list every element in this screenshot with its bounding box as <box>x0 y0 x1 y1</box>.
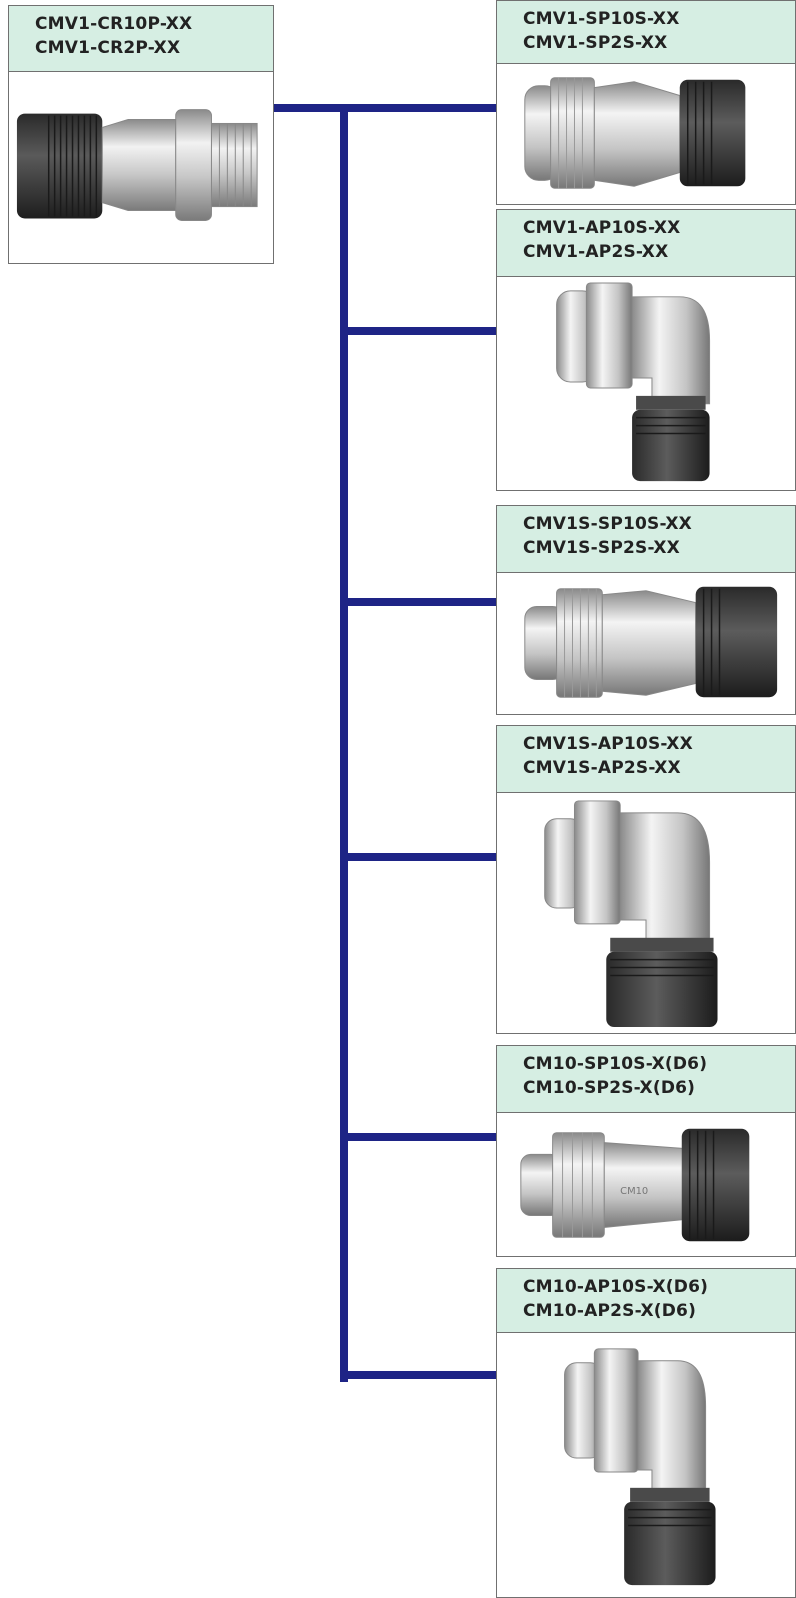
plug-card-3: CMV1S-SP10S-XX CMV1S-SP2S-XX <box>496 505 796 715</box>
part-number: CMV1S-AP10S-XX <box>523 734 693 754</box>
engraving-text: CM10 <box>620 1186 648 1197</box>
straight-plug-icon: CM10 <box>520 1128 750 1242</box>
straight-plug-image <box>497 64 795 204</box>
part-number: CMV1-CR2P-XX <box>35 38 181 58</box>
angle-plug-image <box>497 277 795 490</box>
part-number: CMV1S-SP10S-XX <box>523 514 692 534</box>
plug-card-6: CM10-AP10S-X(D6) CM10-AP2S-X(D6) <box>496 1268 796 1598</box>
card-header: CMV1S-SP10S-XX CMV1S-SP2S-XX <box>497 506 795 573</box>
angle-plug-icon <box>544 800 718 1028</box>
card-header: CM10-AP10S-X(D6) CM10-AP2S-X(D6) <box>497 1269 795 1333</box>
card-header: CMV1-SP10S-XX CMV1-SP2S-XX <box>497 1 795 64</box>
straight-plug-image <box>497 573 795 714</box>
source-connector-line <box>272 104 348 112</box>
part-number: CMV1-CR10P-XX <box>35 14 193 34</box>
straight-plug-icon <box>524 77 746 189</box>
part-number: CMV1-AP2S-XX <box>523 242 669 262</box>
straight-plug-icon <box>524 586 778 698</box>
plug-card-4: CMV1S-AP10S-XX CMV1S-AP2S-XX <box>496 725 796 1034</box>
branch-line-6 <box>340 1371 497 1379</box>
angle-plug-image <box>497 1333 795 1597</box>
angle-plug-image <box>497 793 795 1033</box>
part-number: CM10-AP10S-X(D6) <box>523 1277 709 1297</box>
straight-plug-image: CM10 <box>497 1113 795 1256</box>
card-header: CMV1S-AP10S-XX CMV1S-AP2S-XX <box>497 726 795 793</box>
card-header: CMV1-AP10S-XX CMV1-AP2S-XX <box>497 210 795 277</box>
trunk-line <box>340 104 348 1382</box>
part-number: CMV1S-SP2S-XX <box>523 538 680 558</box>
angle-plug-icon <box>556 282 711 482</box>
plug-card-2: CMV1-AP10S-XX CMV1-AP2S-XX <box>496 209 796 491</box>
source-receptacle-card: CMV1-CR10P-XX CMV1-CR2P-XX <box>8 5 274 264</box>
plug-card-1: CMV1-SP10S-XX CMV1-SP2S-XX <box>496 0 796 205</box>
branch-line-5 <box>340 1133 497 1141</box>
branch-line-4 <box>340 853 497 861</box>
plug-card-5: CM10-SP10S-X(D6) CM10-SP2S-X(D6) CM10 <box>496 1045 796 1257</box>
receptacle-connector-icon <box>16 109 258 221</box>
part-number: CMV1S-AP2S-XX <box>523 758 681 778</box>
branch-line-2 <box>340 327 497 335</box>
part-number: CMV1-SP10S-XX <box>523 9 680 29</box>
branch-line-1 <box>340 104 497 112</box>
receptacle-image <box>9 72 273 263</box>
card-header: CMV1-CR10P-XX CMV1-CR2P-XX <box>9 6 273 72</box>
part-number: CM10-SP10S-X(D6) <box>523 1054 708 1074</box>
part-number: CMV1-AP10S-XX <box>523 218 681 238</box>
part-number: CM10-AP2S-X(D6) <box>523 1301 697 1321</box>
angle-plug-icon <box>564 1348 716 1586</box>
branch-line-3 <box>340 598 497 606</box>
card-header: CM10-SP10S-X(D6) CM10-SP2S-X(D6) <box>497 1046 795 1113</box>
part-number: CM10-SP2S-X(D6) <box>523 1078 696 1098</box>
part-number: CMV1-SP2S-XX <box>523 33 668 53</box>
